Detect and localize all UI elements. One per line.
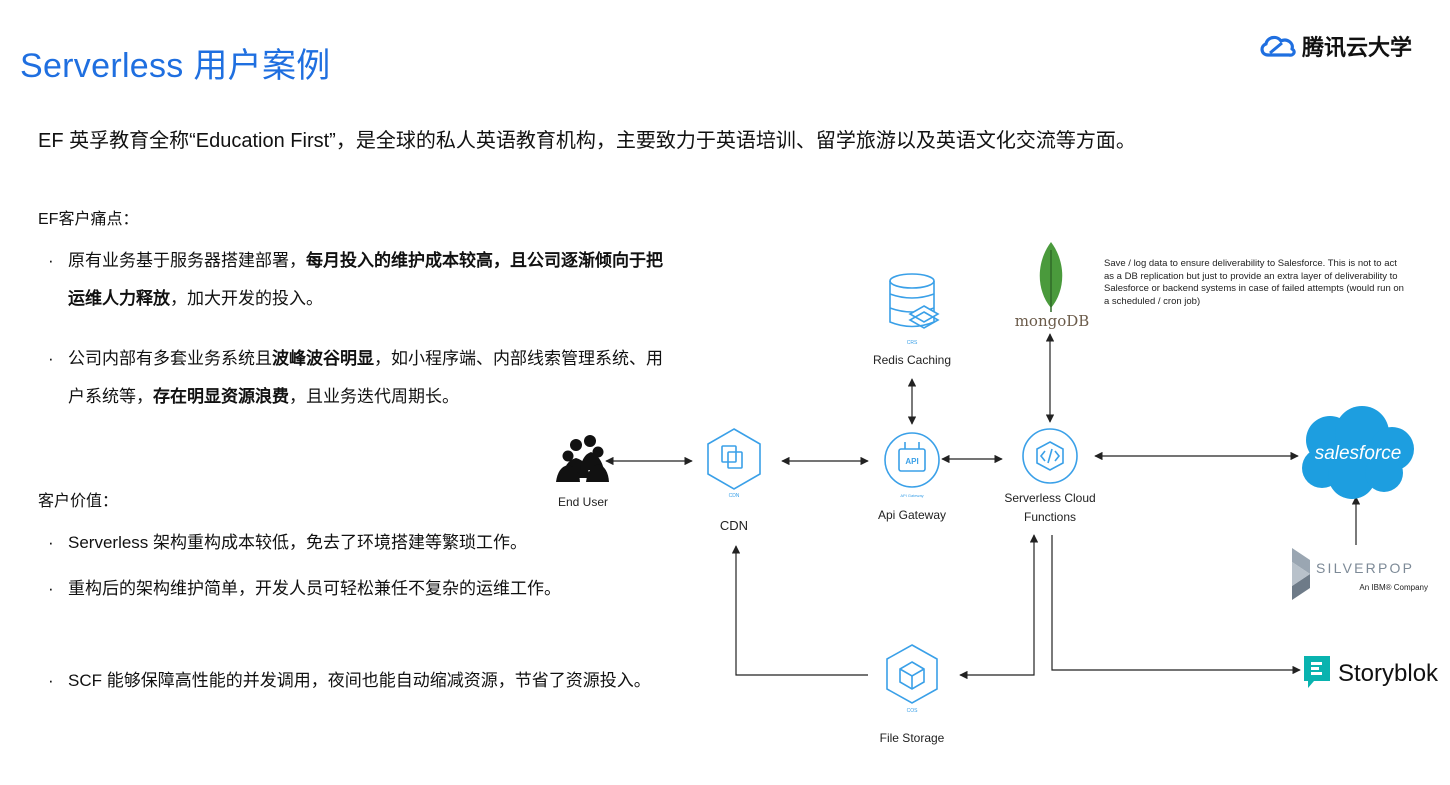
- value-item: · 重构后的架构维护简单，开发人员可轻松兼任不复杂的运维工作。: [48, 570, 668, 608]
- silverpop-logo-text: SILVERPOP: [1316, 560, 1414, 576]
- silverpop-tagline: An IBM® Company: [1359, 583, 1428, 592]
- pain-point-text: ，加大开发的投入。: [170, 289, 323, 308]
- mongodb-note: Save / log data to ensure deliverability…: [1104, 258, 1404, 307]
- database-icon: [889, 273, 940, 329]
- scf-label-line2: Functions: [1024, 510, 1076, 524]
- storyblok-logo-text: Storyblok: [1338, 660, 1439, 687]
- cdn-icon: [707, 428, 761, 490]
- redis-icon-caption: CRS: [907, 340, 918, 346]
- pain-point-emphasis: 每月投入的维护成本较高，且公司逐渐倾向于把运维人力释放: [68, 251, 663, 308]
- value-text: 重构后的架构维护简单，开发人员可轻松兼任不复杂的运维工作。: [68, 579, 561, 598]
- api-gateway-label: Api Gateway: [878, 508, 946, 522]
- pain-point-item: · 原有业务基于服务器搭建部署，每月投入的维护成本较高，且公司逐渐倾向于把运维人…: [48, 242, 668, 318]
- pain-point-text: ，如小程序端、内部线索管理系统、用户系统等，: [68, 349, 663, 406]
- pain-point-text: 原有业务基于服务器搭建部署，: [68, 251, 306, 270]
- redis-label: Redis Caching: [873, 353, 951, 367]
- intro-text: EF 英孚教育全称“Education First”，是全球的私人英语教育机构，…: [38, 130, 1136, 152]
- file-storage-label: File Storage: [880, 731, 945, 745]
- value-item: · Serverless 架构重构成本较低，免去了环境搭建等繁琐工作。: [48, 524, 668, 562]
- scf-label-line1: Serverless Cloud: [1004, 491, 1095, 505]
- cdn-label: CDN: [720, 518, 748, 533]
- mongodb-leaf-icon: [1039, 242, 1063, 312]
- pain-point-text: 公司内部有多套业务系统且: [68, 349, 272, 368]
- cloud-function-icon: [1022, 428, 1078, 484]
- value-text: Serverless 架构重构成本较低，免去了环境搭建等繁琐工作。: [68, 533, 528, 552]
- storage-icon-caption: COS: [907, 708, 919, 714]
- pain-point-emphasis: 波峰波谷明显: [272, 349, 374, 368]
- pain-point-text: ，且业务迭代周期长。: [289, 387, 459, 406]
- end-user-label: End User: [558, 495, 608, 509]
- bullet-icon: ·: [48, 671, 54, 690]
- connector-scf-storyblok: [1051, 535, 1301, 675]
- connector-cdn-storage: [731, 545, 868, 676]
- api-gateway-icon: [884, 432, 940, 488]
- salesforce-cloud-icon: [1302, 406, 1414, 499]
- value-item: · SCF 能够保障高性能的并发调用，夜间也能自动缩减资源，节省了资源投入。: [48, 662, 668, 700]
- pain-points-heading: EF客户痛点：: [38, 211, 139, 228]
- connector-scf-storage: [959, 534, 1039, 680]
- storyblok-logo-icon: [1304, 656, 1330, 688]
- page-title: Serverless 用户案例: [20, 47, 331, 85]
- values-heading: 客户价值：: [38, 493, 119, 510]
- api-badge: API: [905, 457, 918, 466]
- brand-logo: 腾讯云大学: [1258, 30, 1412, 62]
- cloud-logo-icon: [1260, 35, 1296, 57]
- brand-name: 腾讯云大学: [1302, 35, 1413, 60]
- api-icon-caption: API Gateway: [900, 493, 923, 498]
- pain-point-emphasis: 存在明显资源浪费: [153, 387, 289, 406]
- users-icon: [556, 435, 609, 482]
- pain-point-item: · 公司内部有多套业务系统且波峰波谷明显，如小程序端、内部线索管理系统、用户系统…: [48, 340, 668, 416]
- object-storage-icon: [886, 644, 938, 704]
- mongodb-logo-text: mongoDB: [1015, 312, 1090, 330]
- salesforce-logo-text: salesforce: [1315, 443, 1402, 464]
- silverpop-logo-icon: [1292, 548, 1310, 600]
- bullet-icon: ·: [48, 349, 54, 368]
- bullet-icon: ·: [48, 251, 54, 270]
- cdn-icon-caption: CDN: [729, 493, 740, 499]
- bullet-icon: ·: [48, 579, 54, 598]
- value-text: SCF 能够保障高性能的并发调用，夜间也能自动缩减资源，节省了资源投入。: [68, 671, 651, 690]
- bullet-icon: ·: [48, 533, 54, 552]
